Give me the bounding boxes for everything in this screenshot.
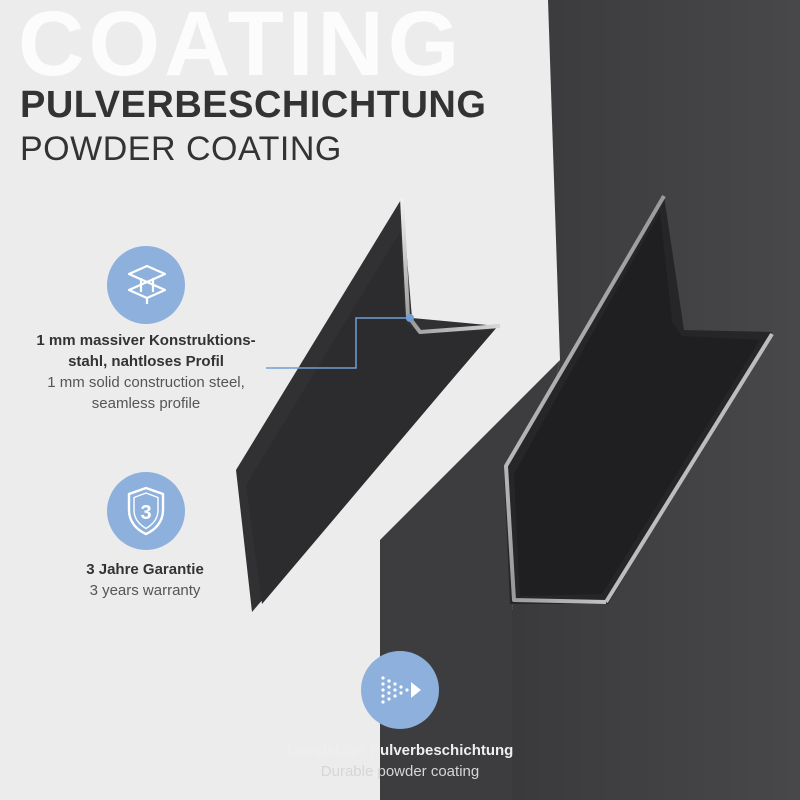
coating-watermark: COATING [18,0,464,95]
feature-steel-text: 1 mm massiver Konstruktions- stahl, naht… [24,330,268,414]
right-profile-edge-right [604,332,774,604]
feature-coating-text: Langlebige Pulverbeschichtung Durable po… [260,740,540,782]
feature-steel-icon-circle [107,246,185,324]
powder-spray-icon [381,676,421,704]
warranty-badge-number: 3 [140,502,151,524]
feature-warranty-en: 3 years warranty [89,582,201,599]
left-profile-face [246,232,494,604]
leader-line [266,317,410,369]
right-profile-edge-left [504,194,666,604]
leader-dot [406,314,414,322]
page-title: PULVERBESCHICHTUNG [20,84,487,126]
feature-steel-de-line1: 1 mm massiver Konstruktions- [36,332,256,349]
feature-coating-icon-circle [361,651,439,729]
feature-warranty-icon-circle: 3 [107,472,185,550]
feature-steel-de-line2: stahl, nahtloses Profil [68,353,224,370]
left-profile-edge [400,197,501,334]
feature-coating-de: Langlebige Pulverbeschichtung [286,742,514,759]
feature-coating-en: Durable powder coating [320,763,480,780]
feature-steel-en-line1: 1 mm solid construction steel, [47,374,245,391]
right-profile-face [514,212,760,596]
shield-3-icon: 3 [127,486,165,536]
page-subtitle: POWDER COATING [20,130,342,168]
feature-warranty-de: 3 Jahre Garantie [86,561,204,578]
steel-profile-icon [127,264,167,304]
feature-steel-en-line2: seamless profile [91,395,201,412]
feature-warranty-text: 3 Jahre Garantie 3 years warranty [60,559,230,601]
